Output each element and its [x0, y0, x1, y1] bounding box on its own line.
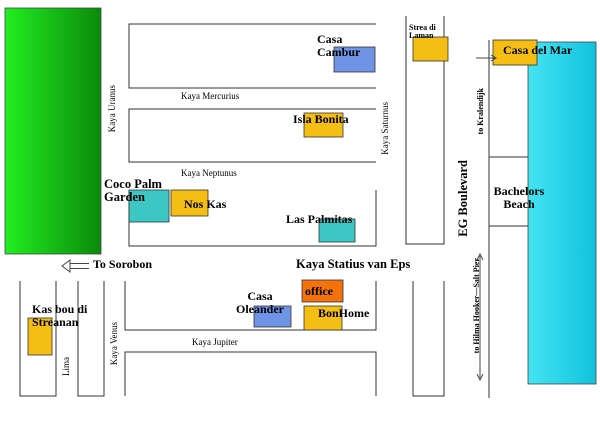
isla-bonita-building	[303, 112, 344, 138]
direction-label-kralendijk: to Kralendijk	[476, 88, 485, 135]
kas-bou-building	[27, 317, 53, 356]
place-label-kas-bou-di-streanan: Kas bou di Streanan	[32, 302, 88, 329]
block-eg-bottom	[412, 281, 445, 397]
place-label-strea-di-laman: Strea di Laman	[409, 23, 436, 41]
place-label-casa-cambur: Casa Cambur	[317, 32, 361, 59]
place-label-office: office	[305, 284, 333, 298]
street-label-mercurius: Kaya Mercurius	[181, 91, 240, 101]
block-lima-east	[77, 281, 105, 397]
place-label-bonhome: BonHome	[318, 306, 370, 320]
place-label-casa-oleander: Casa Oleander	[236, 289, 284, 316]
block-b	[128, 108, 376, 163]
park-area	[4, 7, 102, 255]
kralendijk-arrow-icon	[476, 54, 497, 62]
sea-area	[527, 41, 597, 385]
office-building	[301, 279, 344, 303]
block-bottom-main	[124, 281, 377, 331]
beach-box	[489, 156, 528, 227]
street-label-jupiter: Kaya Jupiter	[192, 337, 238, 347]
street-label-saturnus: Kaya Saturnus	[380, 102, 390, 155]
casa-del-mar-building	[492, 39, 538, 66]
sorobon-arrow-icon	[61, 259, 89, 273]
nos-kas-building	[170, 189, 209, 217]
bonhome-building	[303, 305, 343, 331]
place-label-bachelors-beach: Bachelors Beach	[493, 184, 545, 211]
block-left-bottom	[19, 281, 57, 397]
place-label-casa-del-mar: Casa del Mar	[503, 43, 573, 57]
direction-label-sorobon: To Sorobon	[93, 257, 153, 271]
place-label-coco-palm-garden: Coco Palm Garden	[104, 177, 162, 205]
block-bottom-lower	[124, 351, 377, 396]
direction-label-salt-pier: to Hilma Hooker—Salt Pier	[472, 258, 481, 354]
salt-pier-arrow-icon	[476, 252, 484, 382]
street-label-uranus: Kaya Uranus	[107, 85, 117, 133]
place-label-isla-bonita: Isla Bonita	[293, 112, 349, 126]
coco-palm-building	[128, 189, 170, 223]
strea-di-laman-building	[412, 36, 449, 62]
casa-cambur-building	[333, 46, 376, 73]
block-a	[128, 23, 376, 89]
street-label-statius: Kaya Statius van Eps	[296, 257, 411, 271]
street-label-venus: Kaya Venus	[109, 322, 119, 366]
las-palmitas-building	[318, 218, 356, 243]
street-label-eg-boulevard: EG Boulevard	[456, 160, 470, 237]
place-label-las-palmitas: Las Palmitas	[286, 212, 353, 226]
casa-oleander-building	[253, 305, 292, 328]
block-saturnus-east	[405, 16, 445, 245]
street-label-neptunus: Kaya Neptunus	[181, 168, 237, 178]
place-label-nos-kas: Nos Kas	[184, 197, 227, 211]
street-label-lima: Lima	[61, 357, 71, 376]
